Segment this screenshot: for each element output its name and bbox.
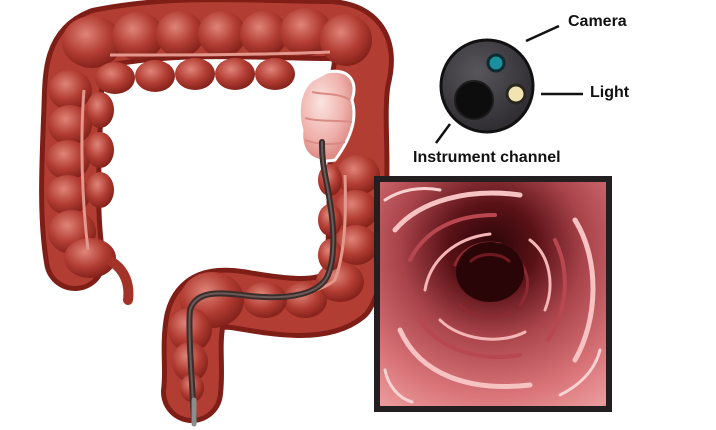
lumen-center	[456, 242, 524, 302]
endoscope-tip-icon	[434, 24, 583, 144]
camera-lens-icon	[486, 53, 506, 73]
colon-illustration	[39, 0, 394, 427]
taenia-line	[80, 89, 90, 251]
endoscopic-view-image	[374, 176, 612, 412]
camera-pointer-line	[525, 24, 560, 43]
endoscope-tube-highlight	[188, 141, 335, 421]
light-label: Light	[590, 84, 630, 101]
channel-pointer-line	[434, 123, 452, 144]
highlighted-segment	[297, 69, 356, 163]
light-lens-icon	[505, 83, 527, 105]
instrument-channel-label: Instrument channel	[413, 149, 561, 166]
taenia-line	[109, 50, 331, 57]
instrument-channel-icon	[454, 80, 494, 120]
transverse-colon-haustra	[62, 8, 372, 94]
camera-label: Camera	[568, 13, 627, 30]
appendix	[107, 257, 134, 305]
